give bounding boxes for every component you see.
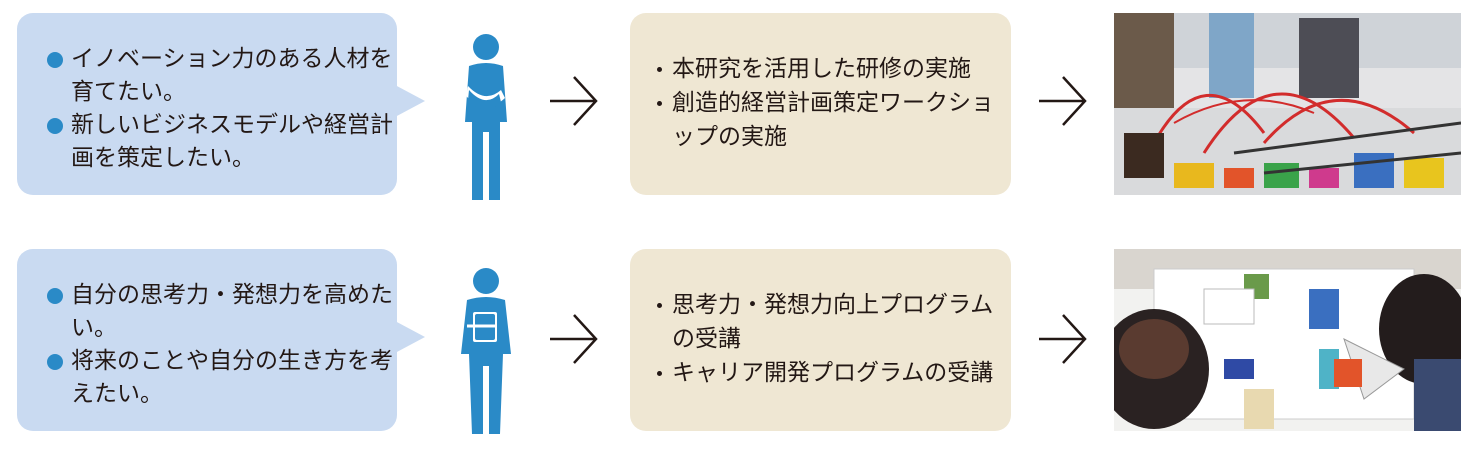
- wish-item: 将来のことや自分の生き方を考えたい。: [47, 345, 397, 411]
- wish-text: イノベーション力のある人材を育てたい。: [71, 46, 393, 105]
- bullet-dot-icon: [47, 288, 63, 304]
- program-photo: [1114, 249, 1461, 431]
- bullet-dot-icon: [657, 371, 662, 376]
- action-box-organization: 本研究を活用した研修の実施 創造的経営計画策定ワークショップの実施: [630, 13, 1011, 195]
- needs-bubble-organization: イノベーション力のある人材を育てたい。 新しいビジネスモデルや経営計画を策定した…: [17, 13, 425, 195]
- bullet-dot-icon: [47, 52, 63, 68]
- wish-item: 新しいビジネスモデルや経営計画を策定したい。: [47, 109, 397, 175]
- workshop-photo: [1114, 13, 1461, 195]
- bullet-dot-icon: [47, 118, 63, 134]
- bullet-dot-icon: [657, 67, 662, 72]
- needs-bubble-individual: 自分の思考力・発想力を高めたい。 将来のことや自分の生き方を考えたい。: [17, 249, 425, 431]
- action-item: キャリア開発プログラムの受講: [654, 356, 1004, 390]
- action-item: 本研究を活用した研修の実施: [654, 52, 1004, 86]
- action-item: 創造的経営計画策定ワークショップの実施: [654, 86, 1004, 154]
- arrow-right-icon: [550, 314, 598, 364]
- wish-text: 新しいビジネスモデルや経営計画を策定したい。: [71, 112, 393, 171]
- action-text: 本研究を活用した研修の実施: [672, 56, 971, 82]
- arrow-right-icon: [1039, 76, 1087, 126]
- arrow-right-icon: [550, 76, 598, 126]
- bullet-dot-icon: [47, 354, 63, 370]
- action-item: 思考力・発想力向上プログラムの受講: [654, 288, 1004, 356]
- bullet-dot-icon: [657, 303, 662, 308]
- action-box-individual: 思考力・発想力向上プログラムの受講 キャリア開発プログラムの受講: [630, 249, 1011, 431]
- wish-text: 将来のことや自分の生き方を考えたい。: [71, 348, 393, 407]
- action-text: 創造的経営計画策定ワークショップの実施: [672, 90, 994, 150]
- arrow-right-icon: [1039, 314, 1087, 364]
- person-organization-icon: [465, 34, 507, 200]
- person-individual-icon: [461, 268, 511, 434]
- wish-text: 自分の思考力・発想力を高めたい。: [71, 282, 393, 341]
- wish-item: イノベーション力のある人材を育てたい。: [47, 43, 397, 109]
- wish-item: 自分の思考力・発想力を高めたい。: [47, 279, 397, 345]
- action-text: 思考力・発想力向上プログラムの受講: [672, 292, 994, 352]
- action-text: キャリア開発プログラムの受講: [672, 360, 994, 386]
- bullet-dot-icon: [657, 101, 662, 106]
